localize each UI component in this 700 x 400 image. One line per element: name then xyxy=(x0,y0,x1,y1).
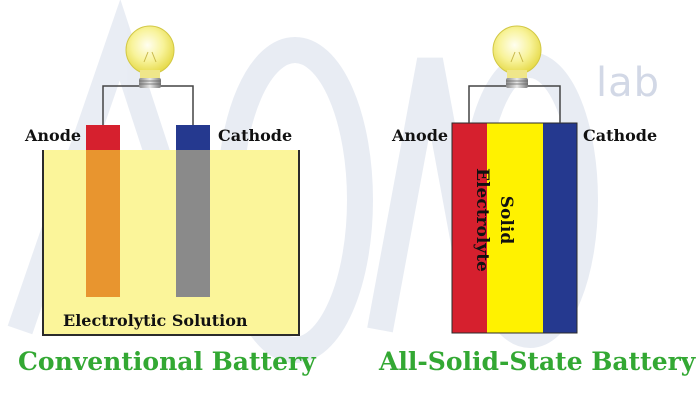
solid-anode-label: Anode xyxy=(392,126,449,145)
anode-cap xyxy=(86,125,120,150)
battery-outline xyxy=(451,122,578,334)
watermark-text: lab xyxy=(596,60,661,106)
anode-block xyxy=(452,123,487,333)
solid-electrolyte-label: Solid Electrolyte xyxy=(458,140,518,300)
cathode-block xyxy=(543,123,577,333)
solid-state-battery xyxy=(451,25,578,334)
solid-electrolyte xyxy=(487,123,543,333)
solid-electrolyte-line1: Solid xyxy=(496,195,516,245)
conventional-battery xyxy=(42,25,300,336)
solid-state-battery-title: All-Solid-State Battery xyxy=(379,347,696,376)
cathode-rod xyxy=(176,150,210,297)
container-outline xyxy=(42,150,300,336)
light-bulb-icon xyxy=(492,25,542,88)
solid-cathode-label: Cathode xyxy=(583,126,658,145)
light-bulb-icon xyxy=(125,25,175,88)
electrolyte-solution xyxy=(43,150,299,335)
conventional-anode-label: Anode xyxy=(25,126,82,145)
conventional-cathode-label: Cathode xyxy=(218,126,293,145)
solid-electrolyte-line2: Electrolyte xyxy=(472,168,492,272)
anode-rod xyxy=(86,150,120,297)
electrolytic-solution-label: Electrolytic Solution xyxy=(63,311,248,330)
cathode-cap xyxy=(176,125,210,150)
conventional-battery-title: Conventional Battery xyxy=(18,347,316,376)
